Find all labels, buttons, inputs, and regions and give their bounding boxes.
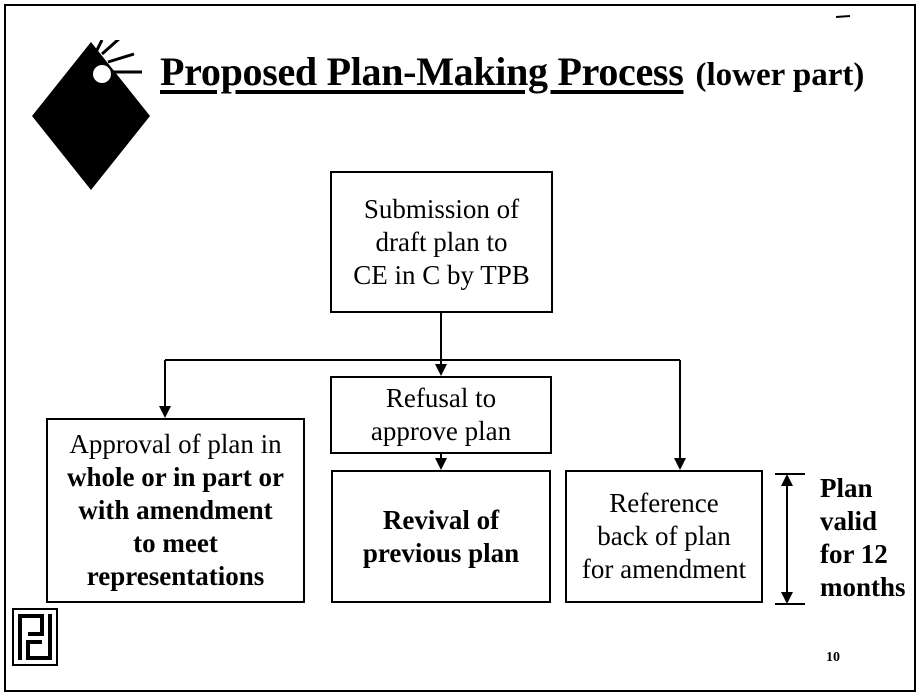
page-number: 10 — [826, 650, 840, 665]
reference-box: Reference back of plan for amendment — [565, 470, 763, 603]
approval-box: Approval of plan in whole or in part or … — [46, 418, 305, 603]
validity-text: Plan valid for 12 months — [820, 473, 906, 602]
validity-note: Plan valid for 12 months — [820, 472, 906, 604]
pd-logo-icon — [12, 608, 58, 666]
revival-text: Revival of previous plan — [362, 504, 520, 568]
title-subtitle: (lower part) — [695, 57, 865, 93]
slide-title: Proposed Plan-Making Process (lower part) — [160, 48, 864, 95]
refusal-box: Refusal to approve plan — [330, 376, 552, 454]
reference-text: Reference back of plan for amendment — [581, 488, 747, 584]
refusal-text: Refusal to approve plan — [370, 383, 512, 446]
diamond-sparkle-icon — [32, 40, 150, 190]
revival-box: Revival of previous plan — [331, 470, 551, 603]
corner-mark — [836, 15, 850, 18]
slide-frame — [4, 4, 916, 692]
approval-text-rest: whole or in part or with amendment to me… — [67, 462, 284, 591]
submission-box: Submission of draft plan to CE in C by T… — [330, 171, 553, 313]
approval-text-line1: Approval of plan in — [69, 429, 282, 459]
submission-text: Submission of draft plan to CE in C by T… — [353, 193, 530, 290]
title-main: Proposed Plan-Making Process — [160, 49, 684, 94]
